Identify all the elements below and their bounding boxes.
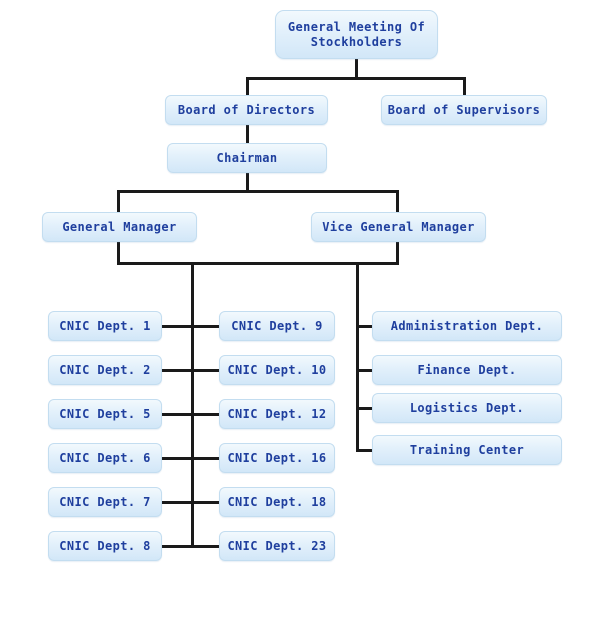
connector-to-general-manager bbox=[117, 190, 120, 212]
connector-general-manager-down bbox=[117, 242, 120, 264]
node-administration-dept[interactable]: Administration Dept. bbox=[372, 311, 562, 341]
connector-managers-split-bar bbox=[117, 190, 399, 193]
node-label: CNIC Dept. 10 bbox=[227, 362, 327, 377]
node-cnic-left-3[interactable]: CNIC Dept. 5 bbox=[48, 399, 162, 429]
node-label: CNIC Dept. 8 bbox=[59, 538, 151, 553]
node-general-meeting-of-stockholders[interactable]: General Meeting Of Stockholders bbox=[275, 10, 438, 59]
node-cnic-middle-4[interactable]: CNIC Dept. 16 bbox=[219, 443, 335, 473]
node-cnic-left-1[interactable]: CNIC Dept. 1 bbox=[48, 311, 162, 341]
node-general-manager[interactable]: General Manager bbox=[42, 212, 197, 242]
node-label: CNIC Dept. 6 bbox=[59, 450, 151, 465]
connector-cnic-row-1 bbox=[162, 325, 219, 328]
connector-stockholders-down bbox=[355, 58, 358, 79]
node-board-of-supervisors[interactable]: Board of Supervisors bbox=[381, 95, 547, 125]
connector-right-spine bbox=[356, 262, 359, 451]
node-label: CNIC Dept. 1 bbox=[59, 318, 151, 333]
node-logistics-dept[interactable]: Logistics Dept. bbox=[372, 393, 562, 423]
node-board-of-directors[interactable]: Board of Directors bbox=[165, 95, 328, 125]
connector-cnic-row-5 bbox=[162, 501, 219, 504]
node-cnic-middle-6[interactable]: CNIC Dept. 23 bbox=[219, 531, 335, 561]
connector-to-board-directors bbox=[246, 77, 249, 96]
connector-top-split-bar bbox=[246, 77, 466, 80]
connector-cnic-row-2 bbox=[162, 369, 219, 372]
connector-to-board-supervisors bbox=[463, 77, 466, 96]
node-label: Board of Supervisors bbox=[387, 102, 541, 117]
node-label: CNIC Dept. 12 bbox=[227, 406, 327, 421]
connector-to-vice-general-manager bbox=[396, 190, 399, 212]
node-cnic-middle-2[interactable]: CNIC Dept. 10 bbox=[219, 355, 335, 385]
node-label: CNIC Dept. 7 bbox=[59, 494, 151, 509]
node-finance-dept[interactable]: Finance Dept. bbox=[372, 355, 562, 385]
node-chairman[interactable]: Chairman bbox=[167, 143, 327, 173]
connector-departments-bar bbox=[117, 262, 399, 265]
node-label: General Manager bbox=[62, 219, 177, 234]
node-label: Training Center bbox=[409, 442, 525, 457]
node-label: Finance Dept. bbox=[417, 362, 517, 377]
node-label: CNIC Dept. 9 bbox=[231, 318, 323, 333]
node-label: Logistics Dept. bbox=[409, 400, 525, 415]
node-vice-general-manager[interactable]: Vice General Manager bbox=[311, 212, 486, 242]
node-label: CNIC Dept. 2 bbox=[59, 362, 151, 377]
connector-support-row-3 bbox=[356, 407, 372, 410]
node-label: CNIC Dept. 5 bbox=[59, 406, 151, 421]
node-cnic-left-2[interactable]: CNIC Dept. 2 bbox=[48, 355, 162, 385]
connector-cnic-row-4 bbox=[162, 457, 219, 460]
node-cnic-middle-1[interactable]: CNIC Dept. 9 bbox=[219, 311, 335, 341]
node-label: Vice General Manager bbox=[322, 219, 475, 234]
connector-support-row-4 bbox=[356, 449, 372, 452]
node-training-center[interactable]: Training Center bbox=[372, 435, 562, 465]
connector-support-row-2 bbox=[356, 369, 372, 372]
node-cnic-middle-3[interactable]: CNIC Dept. 12 bbox=[219, 399, 335, 429]
connector-cnic-row-3 bbox=[162, 413, 219, 416]
node-cnic-left-4[interactable]: CNIC Dept. 6 bbox=[48, 443, 162, 473]
node-label: Chairman bbox=[216, 150, 278, 165]
node-label-line-1: General Meeting Of bbox=[287, 19, 426, 34]
node-cnic-left-5[interactable]: CNIC Dept. 7 bbox=[48, 487, 162, 517]
connector-directors-to-chairman bbox=[246, 125, 249, 144]
node-label: Board of Directors bbox=[177, 102, 316, 117]
node-label: CNIC Dept. 16 bbox=[227, 450, 327, 465]
connector-center-spine bbox=[191, 262, 194, 548]
connector-chairman-down bbox=[246, 173, 249, 191]
connector-support-row-1 bbox=[356, 325, 372, 328]
connector-vice-general-manager-down bbox=[396, 242, 399, 264]
node-cnic-middle-5[interactable]: CNIC Dept. 18 bbox=[219, 487, 335, 517]
connector-cnic-row-6 bbox=[162, 545, 219, 548]
node-label: Administration Dept. bbox=[390, 318, 544, 333]
node-label: CNIC Dept. 18 bbox=[227, 494, 327, 509]
node-label: CNIC Dept. 23 bbox=[227, 538, 327, 553]
node-cnic-left-6[interactable]: CNIC Dept. 8 bbox=[48, 531, 162, 561]
node-label-line-2: Stockholders bbox=[310, 34, 403, 49]
